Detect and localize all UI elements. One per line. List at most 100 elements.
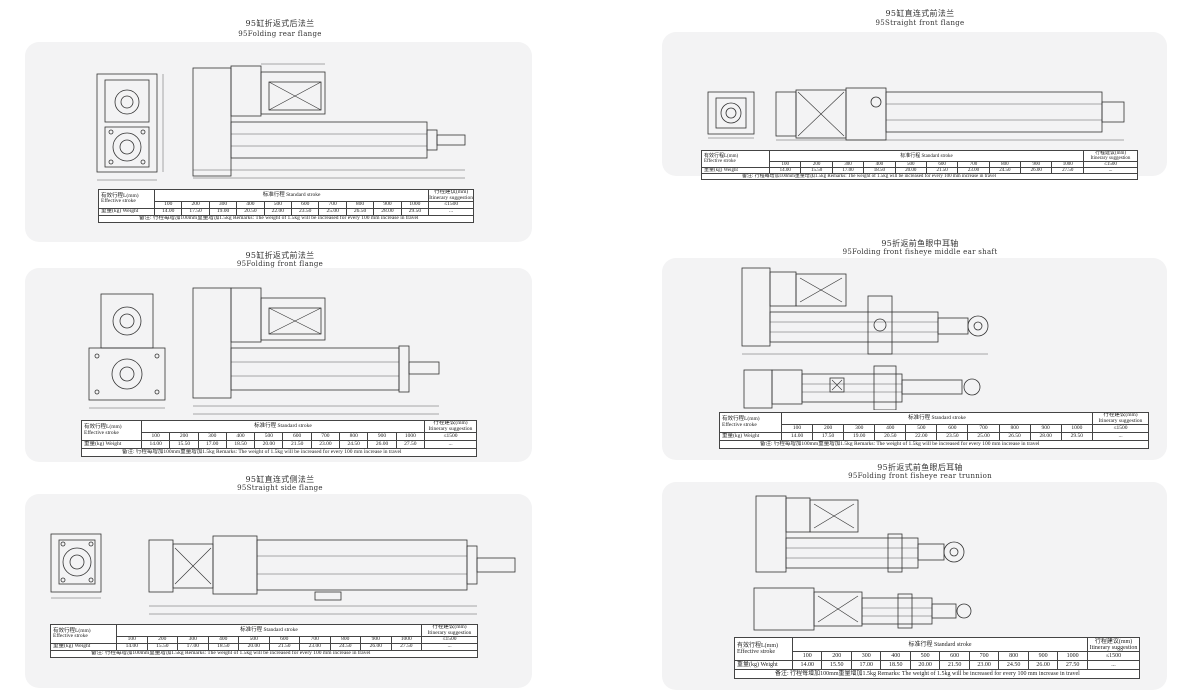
technical-drawing-folding-fisheye-middle-ear xyxy=(741,267,989,410)
weight-cell: 29.50 xyxy=(1060,432,1094,441)
stroke-cell: 1000 xyxy=(395,432,426,441)
weight-cell: 17.00 xyxy=(197,440,227,449)
weight-cell: 26.50 xyxy=(345,208,375,216)
section-title-cn: 95缸折返式后法兰 xyxy=(245,19,315,28)
header-standard-stroke: 标准行程 Standard stroke xyxy=(769,150,1084,162)
itinerary-value: ≤1500 xyxy=(428,201,474,209)
stroke-cell: 500 xyxy=(238,636,270,644)
technical-drawing-folding-front-flange xyxy=(88,287,440,415)
stroke-cell: 1000 xyxy=(1057,651,1088,661)
technical-drawing-folding-fisheye-rear-trunnion xyxy=(753,495,972,631)
weight-cell: 27.50 xyxy=(390,643,422,651)
stroke-cell: 500 xyxy=(909,651,941,661)
technical-drawing-straight-side-flange xyxy=(50,533,516,615)
section-straight-side-flange: 95缸直连式侧法兰 95Straight side flange xyxy=(0,468,560,692)
weight-cell: 19.00 xyxy=(208,208,238,216)
header-itinerary: 行程建议(mm)Itinerary suggestion xyxy=(1087,637,1140,652)
section-title-en: 95Folding front fisheye rear trunnion xyxy=(848,472,992,480)
weight-cell: 27.50 xyxy=(395,440,426,449)
stroke-cell: 400 xyxy=(880,651,911,661)
itinerary-dots: ... xyxy=(428,208,474,216)
header-standard-stroke: 标准行程 Standard stroke xyxy=(116,624,422,637)
stroke-cell: 700 xyxy=(968,651,1000,661)
stroke-cell: 1000 xyxy=(400,201,430,209)
weight-cell: 17.00 xyxy=(177,643,209,651)
weight-cell: 23.00 xyxy=(299,643,331,651)
itinerary-dots: ... xyxy=(1087,660,1140,670)
weight-cell: 15.50 xyxy=(821,660,852,670)
weight-cell: 21.50 xyxy=(268,643,300,651)
stroke-cell: 200 xyxy=(146,636,178,644)
stroke-cell: 200 xyxy=(181,201,210,209)
stroke-cell: 300 xyxy=(208,201,238,209)
weight-cell: 22.00 xyxy=(263,208,293,216)
weight-cell: 26.00 xyxy=(360,643,392,651)
header-standard-stroke: 标准行程 Standard stroke xyxy=(792,637,1088,652)
weight-cell: 26.50 xyxy=(998,432,1031,441)
header-itinerary: 行程建议(mm)Itinerary suggestion xyxy=(421,624,478,637)
stroke-cell: 500 xyxy=(263,201,293,209)
weight-cell: 14.00 xyxy=(140,440,171,449)
weight-label: 重量(kg) Weight xyxy=(734,660,793,670)
weight-cell: 18.50 xyxy=(880,660,911,670)
weight-label: 重量(kg) Weight xyxy=(98,208,155,216)
weight-cell: 14.00 xyxy=(153,208,183,216)
section-folding-fisheye-rear-trunnion: 95折返式前鱼眼后耳轴 95Folding front fisheye rear… xyxy=(640,462,1200,692)
stroke-cell: 300 xyxy=(843,424,876,433)
stroke-cell: 100 xyxy=(791,651,823,661)
weight-cell: 24.50 xyxy=(329,643,361,651)
weight-cell: 28.00 xyxy=(1029,432,1062,441)
weight-cell: 20.50 xyxy=(236,208,265,216)
stroke-cell: 600 xyxy=(291,201,320,209)
header-effective-stroke: 有效行程L(mm)Effective stroke xyxy=(50,624,117,644)
section-title-cn: 95缸直连式前法兰 xyxy=(885,9,955,18)
header-itinerary: 行程建议(mm)Itinerary suggestion xyxy=(424,420,477,433)
stroke-cell: 300 xyxy=(197,432,227,441)
weight-cell: 25.00 xyxy=(318,208,347,216)
stroke-cell: 600 xyxy=(268,636,300,644)
stroke-cell: 100 xyxy=(140,432,171,441)
stroke-cell: 300 xyxy=(850,651,882,661)
header-itinerary: 行程建议(mm)Itinerary suggestion xyxy=(1083,150,1138,162)
weight-cell: 20.50 xyxy=(874,432,907,441)
weight-cell: 15.50 xyxy=(146,643,178,651)
weight-cell: 14.00 xyxy=(791,660,823,670)
section-folding-fisheye-middle-ear: 95折返前鱼眼中耳轴 95Folding front fisheye middl… xyxy=(640,234,1200,462)
weight-cell: 29.50 xyxy=(400,208,430,216)
weight-cell: 23.00 xyxy=(968,660,1000,670)
stroke-cell: 500 xyxy=(905,424,938,433)
header-standard-stroke: 标准行程 Standard stroke xyxy=(153,189,430,202)
stroke-cell: 800 xyxy=(998,651,1029,661)
stroke-cell: 200 xyxy=(812,424,845,433)
weight-cell: 18.50 xyxy=(225,440,256,449)
stroke-cell: 400 xyxy=(225,432,256,441)
remarks-note: 备注: 行程每增加100mm重量增加1.5kg Remarks: The wei… xyxy=(701,173,1138,180)
stroke-cell: 800 xyxy=(339,432,369,441)
weight-cell: 24.50 xyxy=(998,660,1029,670)
stroke-cell: 700 xyxy=(967,424,1000,433)
weight-label: 重量(kg) Weight xyxy=(719,432,782,441)
section-title-en: 95Folding rear flange xyxy=(238,30,322,38)
stroke-cell: 200 xyxy=(169,432,199,441)
weight-cell: 20.00 xyxy=(254,440,284,449)
weight-cell: 25.00 xyxy=(967,432,1000,441)
weight-cell: 22.00 xyxy=(905,432,938,441)
stroke-cell: 300 xyxy=(177,636,209,644)
section-title-cn: 95折返前鱼眼中耳轴 xyxy=(881,239,959,248)
weight-cell: 20.00 xyxy=(238,643,270,651)
stroke-cell: 200 xyxy=(821,651,852,661)
stroke-cell: 900 xyxy=(373,201,402,209)
technical-drawing-straight-front-flange xyxy=(707,87,1125,141)
section-title-en: 95Straight side flange xyxy=(237,484,323,492)
header-itinerary: 行程建议(mm)Itinerary suggestion xyxy=(1092,412,1149,425)
weight-cell: 26.00 xyxy=(367,440,397,449)
